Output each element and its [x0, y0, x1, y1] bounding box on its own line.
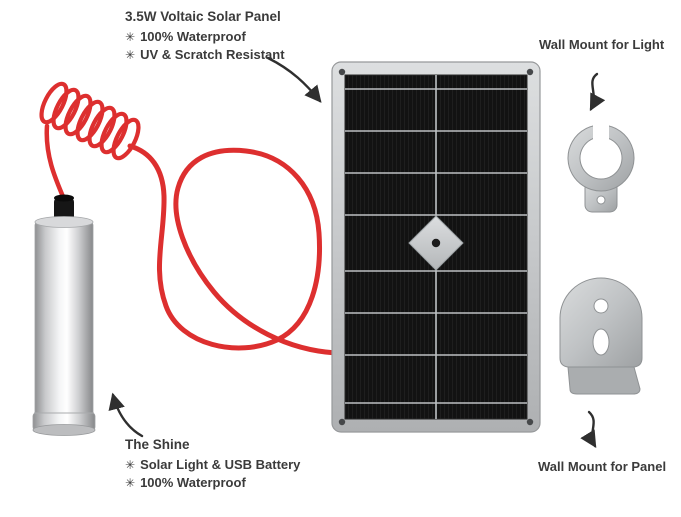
shine-bullet-1-text: Solar Light & USB Battery [140, 457, 301, 472]
arrow-to-shine [108, 392, 144, 438]
panel-mount-hole-round [593, 298, 609, 314]
solar-panel-annotation: 3.5W Voltaic Solar Panel ✳ 100% Waterpro… [125, 8, 285, 64]
wall-mount-panel-illustration [559, 277, 643, 395]
shine-annotation: The Shine ✳ Solar Light & USB Battery ✳ … [125, 436, 300, 492]
cable-coil [39, 81, 141, 161]
panel-mount-plate [559, 277, 643, 368]
solar-panel-bullet-1: ✳ 100% Waterproof [125, 28, 285, 46]
cable-lead [44, 123, 67, 202]
shine-annotation-title: The Shine [125, 437, 190, 452]
shine-body [34, 221, 94, 419]
arrow-to-panel-mount-label [580, 410, 597, 449]
panel-corner-screws [338, 68, 534, 426]
light-mount-gap [593, 120, 609, 142]
annotation-arrows [108, 56, 606, 449]
panel-mount-hole-oval [592, 328, 610, 356]
sparkle-icon: ✳ [125, 458, 136, 472]
solar-panel-bullet-2: ✳ UV & Scratch Resistant [125, 46, 285, 64]
shine-bullet-2: ✳ 100% Waterproof [125, 474, 300, 492]
panel-mount-flange [567, 366, 641, 395]
sparkle-icon: ✳ [125, 476, 136, 490]
panel-center-dot [431, 238, 441, 248]
arrow-to-panel [266, 56, 322, 103]
shine-top-cap [34, 216, 94, 228]
light-mount-screw-hole [596, 195, 606, 205]
solar-panel-illustration [331, 61, 541, 433]
cable-loop [127, 143, 339, 356]
sparkle-icon: ✳ [125, 48, 136, 62]
arrow-to-light-mount [589, 72, 606, 112]
solar-panel-bullet-2-text: UV & Scratch Resistant [140, 47, 285, 62]
shine-bullet-2-text: 100% Waterproof [140, 475, 246, 490]
wall-mount-light-illustration [567, 120, 635, 213]
light-mount-ring [567, 124, 635, 192]
shine-plug-top [54, 194, 74, 202]
wall-mount-panel-label: Wall Mount for Panel [538, 459, 667, 474]
sparkle-icon: ✳ [125, 30, 136, 44]
shine-device-illustration [32, 194, 96, 436]
shine-bullet-1: ✳ Solar Light & USB Battery [125, 456, 300, 474]
solar-panel-annotation-title: 3.5W Voltaic Solar Panel [125, 9, 281, 24]
shine-bottom-cap [32, 424, 96, 436]
wall-mount-light-label: Wall Mount for Light [539, 37, 665, 52]
solar-panel-bullet-1-text: 100% Waterproof [140, 29, 246, 44]
coiled-cable [39, 81, 339, 356]
